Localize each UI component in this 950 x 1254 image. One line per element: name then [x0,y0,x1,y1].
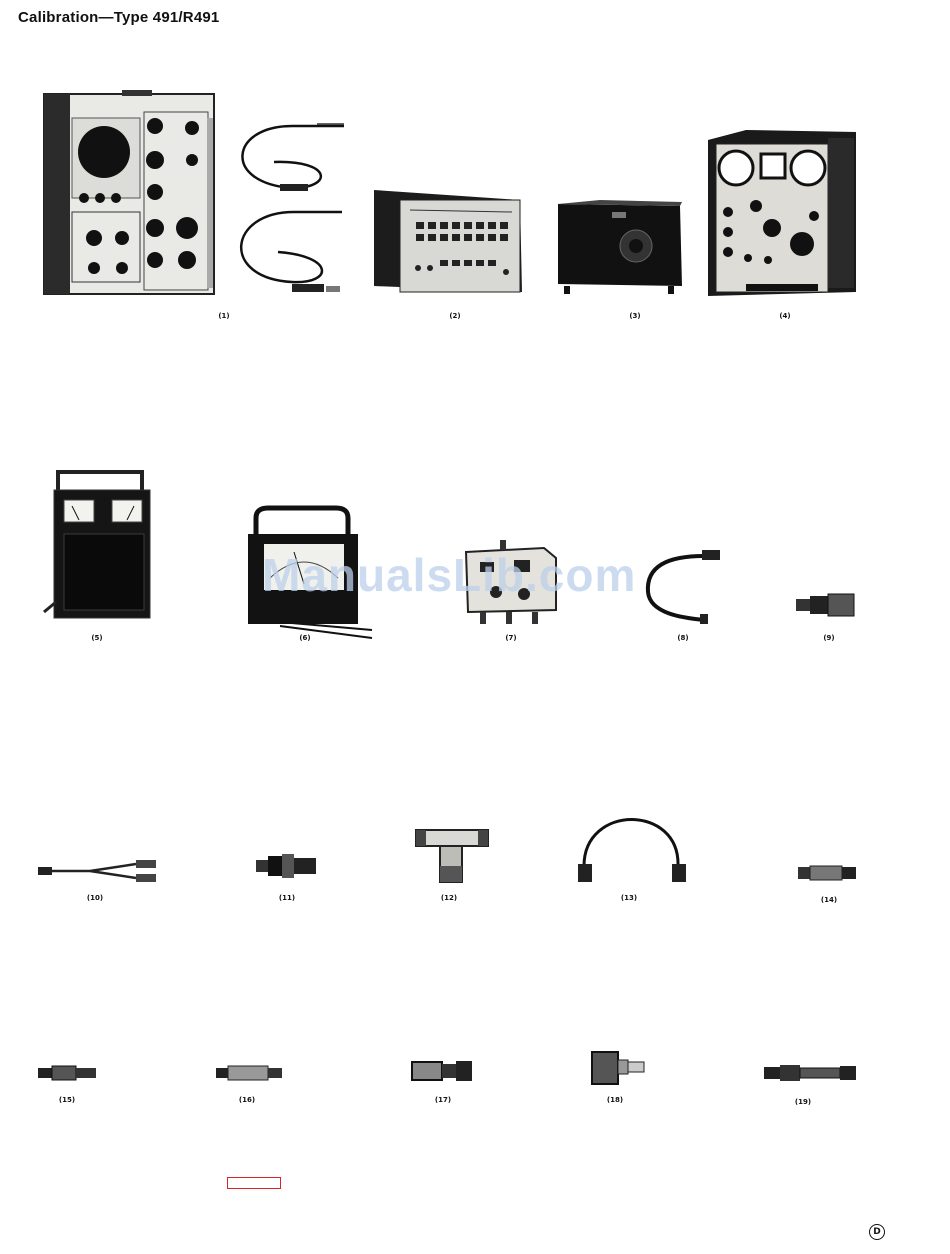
bnc-cable-icon [574,804,690,886]
figure-caption: (7) [496,634,526,642]
figure-13 [574,804,690,886]
figure-2 [370,188,526,296]
figure-9 [794,592,856,618]
oscilloscope-with-probes-icon [42,88,347,298]
signal-source-box-icon [556,198,684,298]
figure-caption: (17) [428,1096,458,1104]
figure-10 [36,858,166,884]
figure-5 [42,462,154,622]
clip-lead-icon [36,858,166,884]
coax-cable-icon [644,548,724,624]
highlight-box [227,1177,281,1189]
figure-4 [706,128,858,300]
n-to-bnc-adapter-icon [588,1050,646,1086]
figure-caption: (13) [614,894,644,902]
figure-caption: (9) [814,634,844,642]
figure-caption: (11) [272,894,302,902]
figure-caption: (1) [209,312,239,320]
bnc-adapter-icon [410,1058,474,1084]
figure-caption: (6) [290,634,320,642]
long-adapter-icon [762,1062,858,1084]
figure-caption: (2) [440,312,470,320]
bnc-t-connector-icon [414,826,490,884]
figure-16 [214,1064,284,1082]
figure-19 [762,1062,858,1084]
figure-caption: (10) [80,894,110,902]
bnc-adapter-icon [254,852,318,880]
variable-transformer-meter-icon [42,462,154,622]
figure-caption: (19) [788,1098,818,1106]
figure-caption: (12) [434,894,464,902]
figure-caption: (4) [770,312,800,320]
figure-8 [644,548,724,624]
figure-caption: (8) [668,634,698,642]
watermark: ManualsLib.com [262,548,636,602]
revision-mark: D [869,1224,885,1240]
termination-icon [214,1064,284,1082]
figure-caption: (3) [620,312,650,320]
figure-caption: (16) [232,1096,262,1104]
figure-caption: (18) [600,1096,630,1104]
signal-generator-icon [706,128,858,300]
figure-12 [414,826,490,884]
figure-14 [796,864,858,882]
figure-1 [42,88,347,298]
figure-17 [410,1058,474,1084]
figure-15 [36,1064,98,1082]
figure-18 [588,1050,646,1086]
time-mark-generator-icon [370,188,526,296]
attenuator-icon [796,864,858,882]
page-title: Calibration—Type 491/R491 [18,9,219,26]
figure-caption: (5) [82,634,112,642]
connector-adapter-icon [36,1064,98,1082]
adapter-icon [794,592,856,618]
figure-caption: (15) [52,1096,82,1104]
figure-3 [556,198,684,298]
figure-11 [254,852,318,880]
figure-caption: (14) [814,896,844,904]
